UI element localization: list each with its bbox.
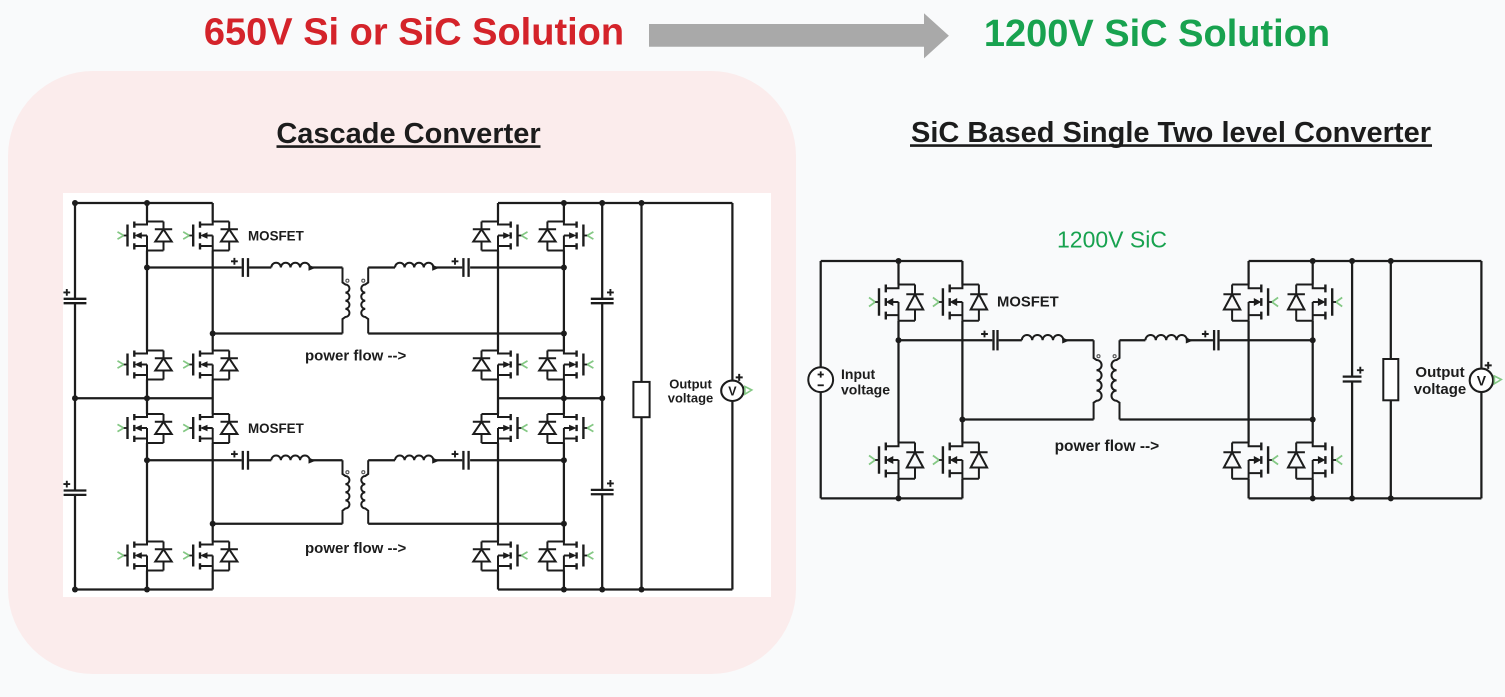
svg-text:power flow -->: power flow --> [305,348,406,365]
svg-text:voltage: voltage [1414,381,1467,398]
svg-text:Output: Output [1415,364,1464,381]
svg-text:MOSFET: MOSFET [248,229,305,244]
svg-text:Input: Input [841,366,876,382]
svg-text:V: V [728,384,737,398]
svg-text:power flow -->: power flow --> [1055,438,1160,455]
svg-text:1200V SiC Solution: 1200V SiC Solution [984,13,1330,55]
svg-text:SiC Based Single Two level Con: SiC Based Single Two level Converter [911,117,1431,149]
svg-text:MOSFET: MOSFET [248,421,305,436]
svg-text:Cascade Converter: Cascade Converter [276,118,540,150]
svg-text:1200V SiC: 1200V SiC [1057,227,1167,253]
svg-text:voltage: voltage [841,382,890,398]
svg-text:MOSFET: MOSFET [997,295,1059,311]
svg-text:power flow -->: power flow --> [305,540,406,557]
svg-text:Output: Output [669,377,712,392]
svg-text:650V Si or SiC Solution: 650V Si or SiC Solution [204,12,624,54]
svg-text:V: V [1477,372,1487,388]
svg-text:voltage: voltage [668,391,714,406]
